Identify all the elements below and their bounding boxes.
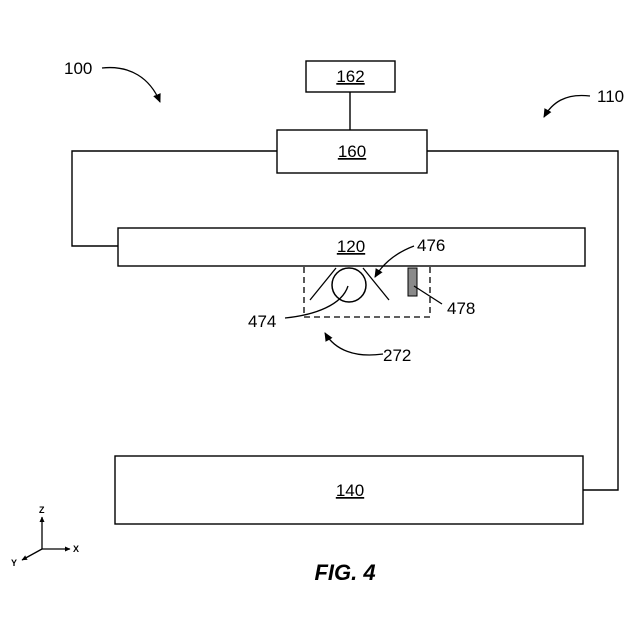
reflector-right-wall bbox=[363, 268, 389, 300]
arrow-110 bbox=[544, 95, 590, 117]
component-120-label: 120 bbox=[337, 237, 365, 256]
component-140-label: 140 bbox=[336, 481, 364, 500]
z-axis-label: Z bbox=[39, 505, 45, 515]
arrow-100 bbox=[102, 68, 160, 102]
component-140: 140 bbox=[115, 456, 583, 524]
component-162: 162 bbox=[306, 61, 395, 92]
label-100: 100 bbox=[64, 59, 92, 78]
component-120: 120 bbox=[118, 228, 585, 266]
leader-478 bbox=[414, 286, 442, 304]
label-272: 272 bbox=[383, 346, 411, 365]
y-axis-label: Y bbox=[11, 558, 17, 568]
label-478: 478 bbox=[447, 299, 475, 318]
label-110: 110 bbox=[597, 87, 624, 106]
coordinate-axes: Z X Y bbox=[11, 505, 79, 568]
component-160: 160 bbox=[277, 130, 427, 173]
connector-160-140 bbox=[427, 151, 618, 490]
label-474: 474 bbox=[248, 312, 276, 331]
component-160-label: 160 bbox=[338, 142, 366, 161]
y-axis-line bbox=[22, 549, 42, 560]
x-axis-label: X bbox=[73, 544, 79, 554]
label-476: 476 bbox=[417, 236, 445, 255]
sensor-478-shape bbox=[408, 268, 417, 296]
arrow-272 bbox=[325, 333, 383, 355]
lens-474-shape bbox=[332, 268, 366, 302]
figure-caption: FIG. 4 bbox=[314, 560, 375, 585]
component-162-label: 162 bbox=[336, 67, 364, 86]
